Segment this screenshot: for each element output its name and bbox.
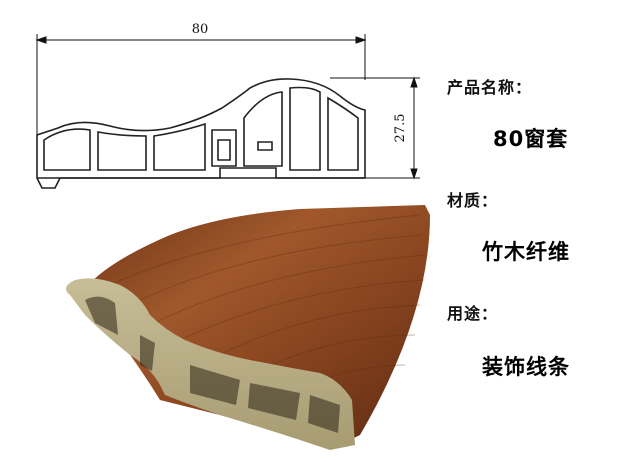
width-dimension xyxy=(35,34,367,135)
material-value: 竹木纤维 xyxy=(482,240,570,264)
usage-label: 用途： xyxy=(447,304,499,323)
profile-outline xyxy=(36,78,366,189)
width-dim-label: 80 xyxy=(192,22,209,37)
product-name-label: 产品名称： xyxy=(447,78,533,97)
height-dim-label: 27.5 xyxy=(393,114,408,143)
product-photo xyxy=(66,205,430,450)
usage-value: 装饰线条 xyxy=(482,355,570,379)
product-name-value: 80窗套 xyxy=(493,127,569,151)
profile-drawing: 80 27.5 xyxy=(35,22,420,189)
wood-grain xyxy=(109,214,425,406)
material-label: 材质： xyxy=(447,191,499,210)
core-chambers xyxy=(85,296,340,433)
